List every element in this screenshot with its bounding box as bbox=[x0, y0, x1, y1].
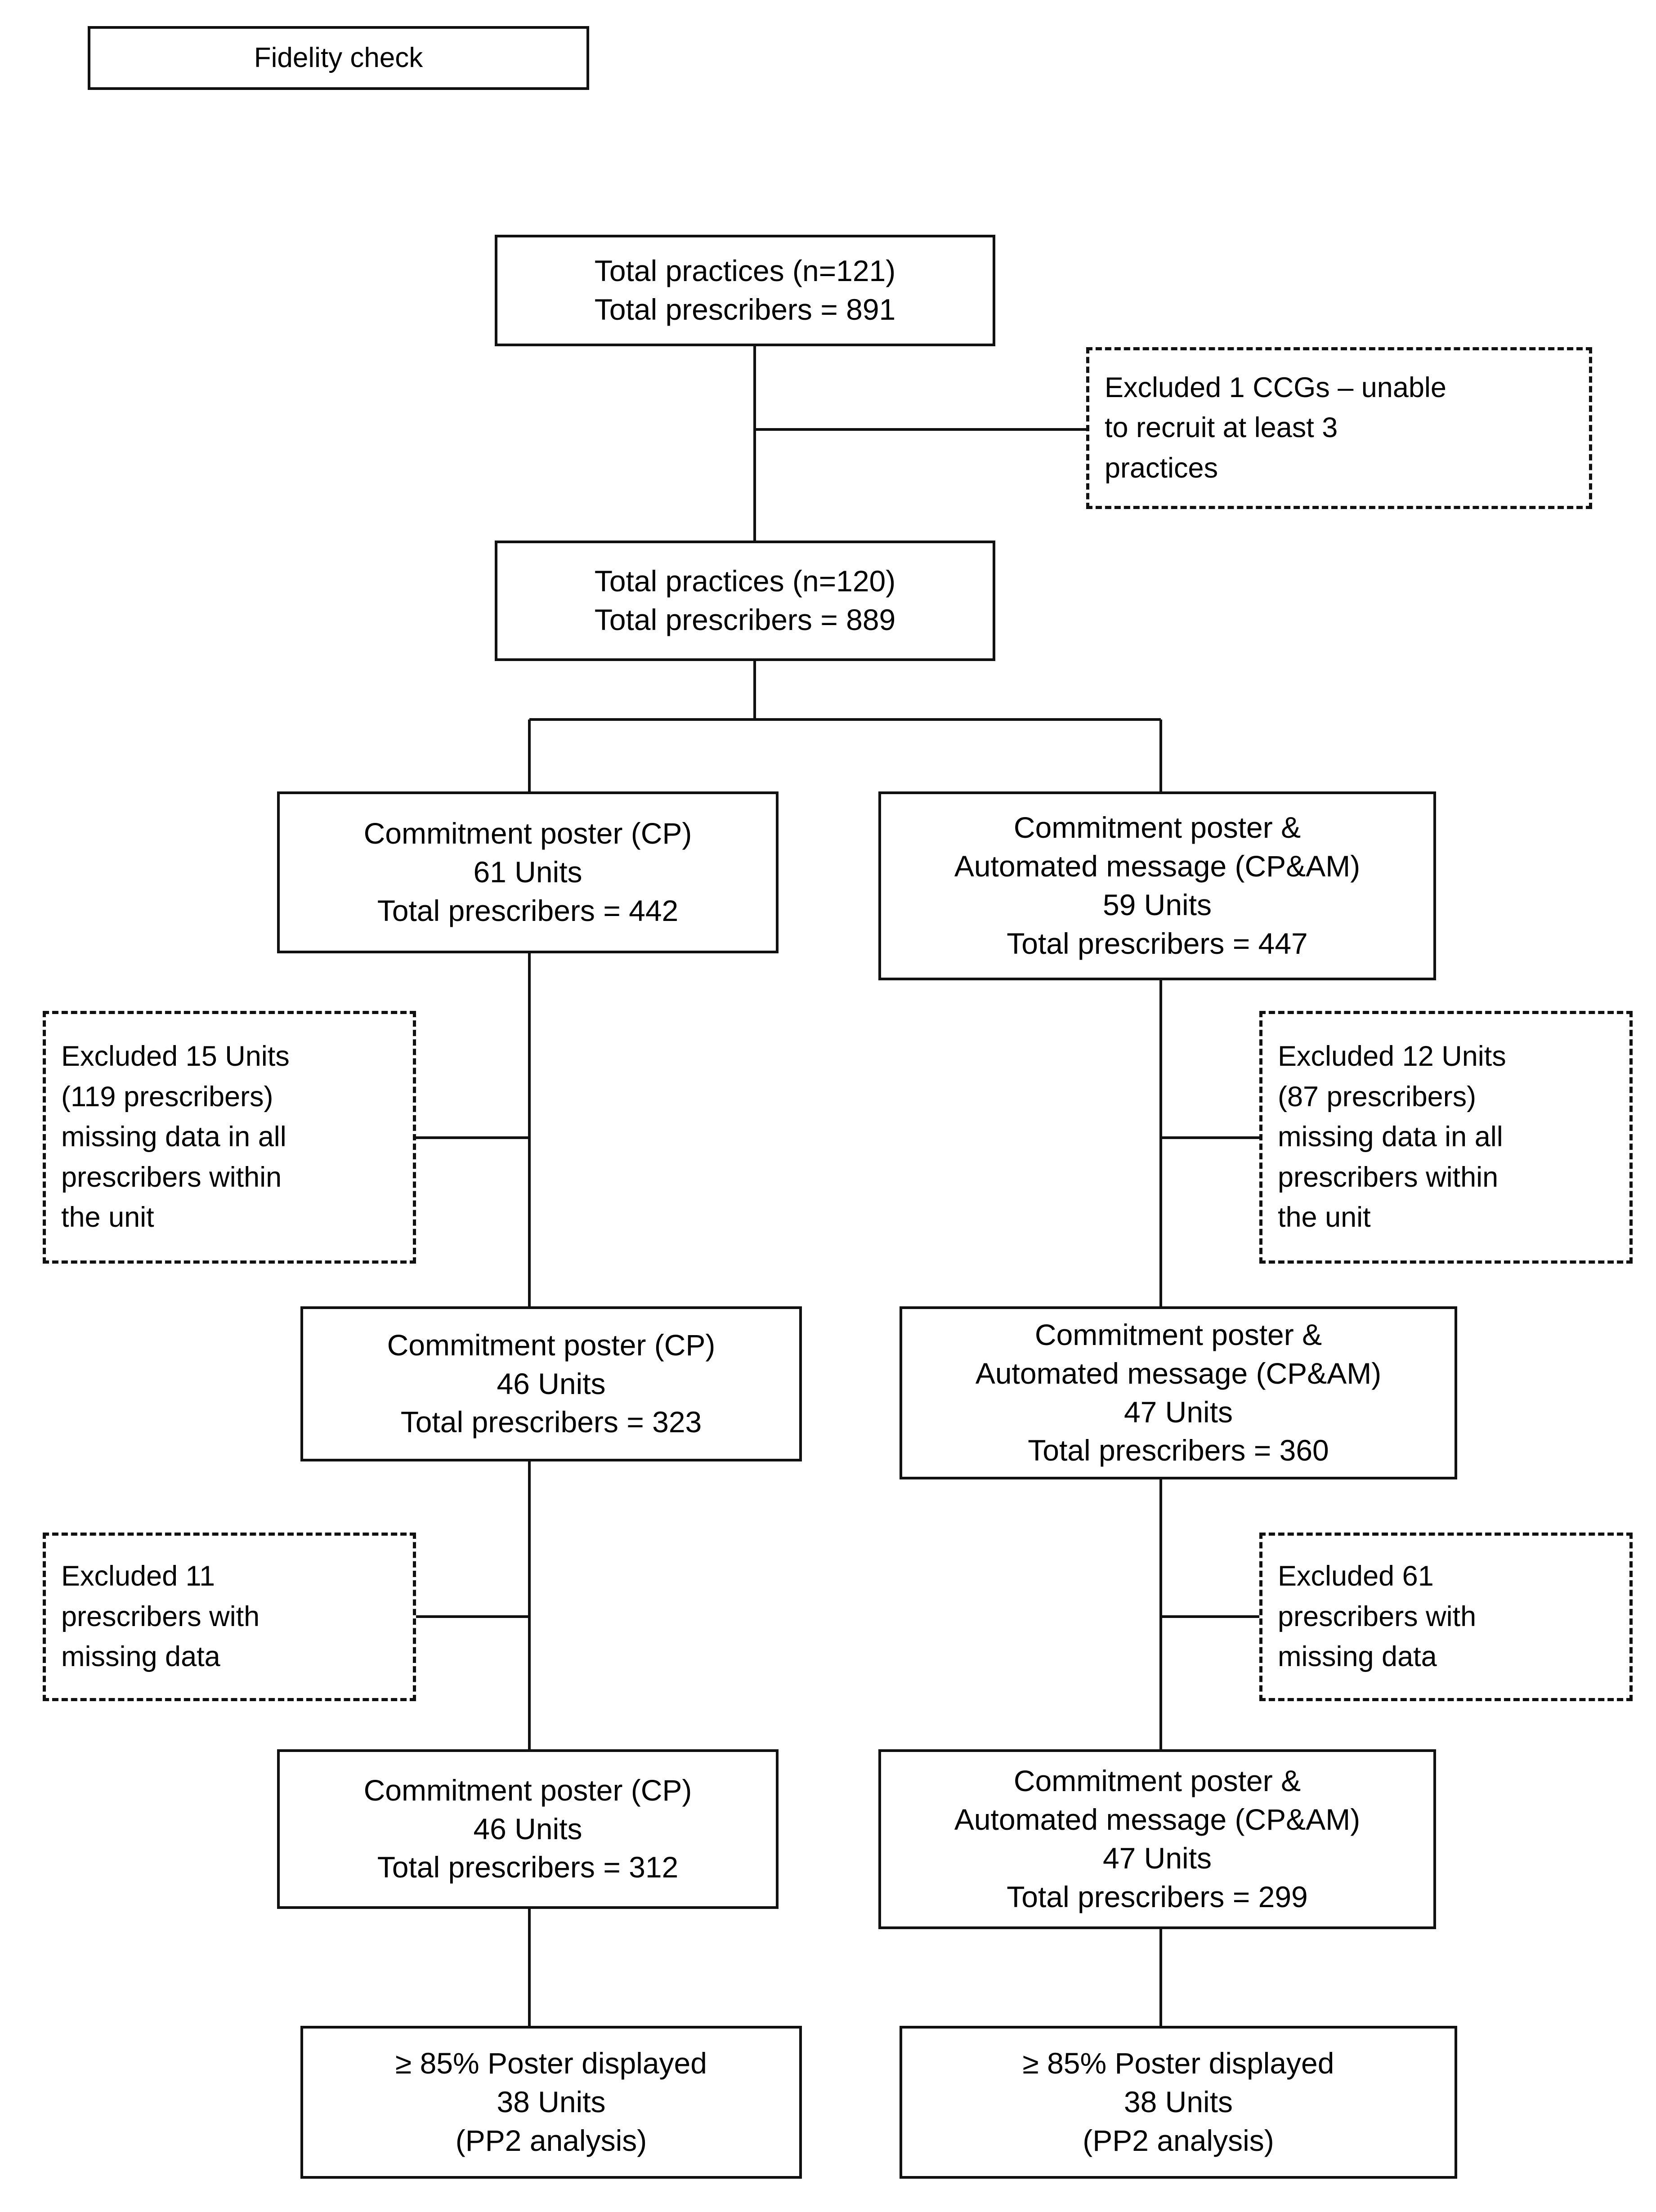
node-line: ≥ 85% Poster displayed bbox=[1022, 2047, 1334, 2080]
node-line: 38 Units bbox=[497, 2085, 606, 2119]
node-line: (87 prescribers) bbox=[1278, 1081, 1477, 1113]
node-line: Total prescribers = 447 bbox=[1007, 926, 1308, 960]
node-line: Total prescribers = 323 bbox=[400, 1405, 702, 1439]
node-line: Commitment poster & bbox=[1013, 1764, 1301, 1798]
title-label: Fidelity check bbox=[254, 42, 423, 73]
node-line: missing data bbox=[1278, 1641, 1437, 1673]
node-line: Excluded 11 bbox=[61, 1560, 215, 1592]
node-line: 47 Units bbox=[1102, 1841, 1212, 1875]
node-pp2-analysis-left: ≥ 85% Poster displayed 38 Units (PP2 ana… bbox=[300, 2026, 802, 2179]
node-line: Commitment poster & bbox=[1013, 811, 1301, 845]
node-line: (PP2 analysis) bbox=[1083, 2123, 1274, 2157]
node-line: Excluded 1 CCGs – unable bbox=[1105, 371, 1446, 403]
node-cpam-47-units-360: Commitment poster & Automated message (C… bbox=[900, 1306, 1457, 1479]
node-line: the unit bbox=[1278, 1202, 1371, 1233]
node-line: Total prescribers = 442 bbox=[377, 894, 679, 927]
node-line: 46 Units bbox=[473, 1812, 582, 1846]
node-line: the unit bbox=[61, 1202, 154, 1233]
node-total-practices-121: Total practices (n=121) Total prescriber… bbox=[495, 235, 995, 346]
node-cp-46-units-312: Commitment poster (CP) 46 Units Total pr… bbox=[277, 1749, 779, 1909]
node-line: 47 Units bbox=[1123, 1395, 1233, 1429]
node-line: prescribers with bbox=[61, 1600, 260, 1632]
node-line: Total prescribers = 299 bbox=[1007, 1880, 1308, 1913]
node-line: Total practices (n=121) bbox=[594, 254, 896, 288]
node-line: (119 prescribers) bbox=[61, 1081, 273, 1113]
node-line: missing data bbox=[61, 1641, 220, 1673]
node-line: Total prescribers = 891 bbox=[594, 293, 896, 326]
node-line: ≥ 85% Poster displayed bbox=[395, 2047, 707, 2080]
node-line: Commitment poster (CP) bbox=[387, 1328, 716, 1362]
node-excluded-61-prescribers: Excluded 61 prescribers with missing dat… bbox=[1259, 1533, 1633, 1701]
node-line: practices bbox=[1105, 452, 1218, 484]
node-line: Excluded 61 bbox=[1278, 1560, 1434, 1592]
node-line: Excluded 15 Units bbox=[61, 1041, 290, 1072]
node-line: Total prescribers = 889 bbox=[594, 603, 896, 636]
node-line: Commitment poster (CP) bbox=[363, 1773, 692, 1807]
node-line: Automated message (CP&AM) bbox=[954, 1803, 1361, 1837]
node-excluded-11-prescribers: Excluded 11 prescribers with missing dat… bbox=[43, 1533, 416, 1701]
node-line: Commitment poster & bbox=[1034, 1318, 1322, 1351]
node-line: missing data in all bbox=[61, 1121, 286, 1153]
node-line: 61 Units bbox=[473, 855, 582, 889]
node-total-practices-120: Total practices (n=120) Total prescriber… bbox=[495, 541, 995, 661]
node-line: 59 Units bbox=[1102, 888, 1212, 921]
node-line: 46 Units bbox=[497, 1367, 606, 1400]
node-line: 38 Units bbox=[1123, 2085, 1233, 2119]
node-cpam-59-units: Commitment poster & Automated message (C… bbox=[878, 791, 1436, 980]
node-excluded-15-units: Excluded 15 Units (119 prescribers) miss… bbox=[43, 1011, 416, 1264]
node-line: Excluded 12 Units bbox=[1278, 1041, 1506, 1072]
node-line: prescribers within bbox=[61, 1161, 282, 1193]
node-line: Total practices (n=120) bbox=[594, 564, 896, 598]
node-line: Automated message (CP&AM) bbox=[975, 1356, 1382, 1390]
node-line: Automated message (CP&AM) bbox=[954, 849, 1361, 883]
node-pp2-analysis-right: ≥ 85% Poster displayed 38 Units (PP2 ana… bbox=[900, 2026, 1457, 2179]
node-line: Total prescribers = 360 bbox=[1028, 1434, 1329, 1467]
node-line: Commitment poster (CP) bbox=[363, 817, 692, 850]
node-line: Total prescribers = 312 bbox=[377, 1850, 679, 1884]
node-line: to recruit at least 3 bbox=[1105, 412, 1338, 444]
node-cpam-47-units-299: Commitment poster & Automated message (C… bbox=[878, 1749, 1436, 1929]
node-line: prescribers within bbox=[1278, 1161, 1499, 1193]
fidelity-check-title-box: Fidelity check bbox=[88, 26, 589, 90]
node-line: missing data in all bbox=[1278, 1121, 1503, 1153]
node-excluded-ccgs: Excluded 1 CCGs – unable to recruit at l… bbox=[1086, 347, 1592, 509]
node-cp-61-units: Commitment poster (CP) 61 Units Total pr… bbox=[277, 791, 779, 953]
node-line: (PP2 analysis) bbox=[455, 2123, 647, 2157]
node-cp-46-units-323: Commitment poster (CP) 46 Units Total pr… bbox=[300, 1306, 802, 1461]
node-line: prescribers with bbox=[1278, 1600, 1477, 1632]
node-excluded-12-units: Excluded 12 Units (87 prescribers) missi… bbox=[1259, 1011, 1633, 1264]
